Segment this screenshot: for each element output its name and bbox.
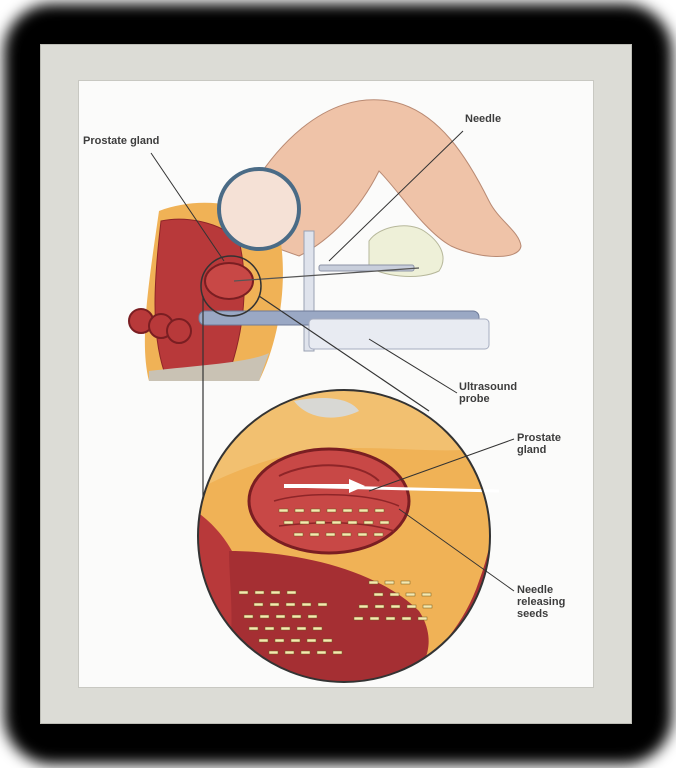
- probe-stepper: [309, 319, 489, 349]
- radioactive-seed: [385, 581, 394, 584]
- radioactive-seed: [316, 521, 325, 524]
- radioactive-seed: [300, 521, 309, 524]
- radioactive-seed: [318, 603, 327, 606]
- radioactive-seed: [279, 509, 288, 512]
- radioactive-seed: [292, 615, 301, 618]
- radioactive-seed: [348, 521, 357, 524]
- radioactive-seed: [375, 509, 384, 512]
- radioactive-seed: [239, 591, 248, 594]
- radioactive-seed: [407, 605, 416, 608]
- radioactive-seed: [265, 627, 274, 630]
- radioactive-seed: [418, 617, 427, 620]
- radioactive-seed: [386, 617, 395, 620]
- label-ultrasound-probe: Ultrasound probe: [459, 381, 517, 405]
- radioactive-seed: [370, 617, 379, 620]
- radioactive-seed: [317, 651, 326, 654]
- radioactive-seed: [302, 603, 311, 606]
- radioactive-seed: [244, 615, 253, 618]
- radioactive-seed: [308, 615, 317, 618]
- radioactive-seed: [343, 509, 352, 512]
- radioactive-seed: [374, 533, 383, 536]
- label-needle-releasing-seeds: Needle releasing seeds: [517, 584, 565, 620]
- radioactive-seed: [287, 591, 296, 594]
- radioactive-seed: [391, 605, 400, 608]
- radioactive-seed: [359, 605, 368, 608]
- radioactive-seed: [249, 627, 258, 630]
- radioactive-seed: [270, 603, 279, 606]
- radioactive-seed: [254, 603, 263, 606]
- radioactive-seed: [390, 593, 399, 596]
- syringe: [319, 265, 414, 271]
- label-needle: Needle: [465, 113, 501, 125]
- radioactive-seed: [269, 651, 278, 654]
- radioactive-seed: [260, 615, 269, 618]
- radioactive-seed: [281, 627, 290, 630]
- radioactive-seed: [342, 533, 351, 536]
- radioactive-seed: [401, 581, 410, 584]
- radioactive-seed: [310, 533, 319, 536]
- radioactive-seed: [406, 593, 415, 596]
- radioactive-seed: [276, 615, 285, 618]
- radioactive-seed: [323, 639, 332, 642]
- radioactive-seed: [380, 521, 389, 524]
- radioactive-seed: [284, 521, 293, 524]
- radioactive-seed: [369, 581, 378, 584]
- radioactive-seed: [255, 591, 264, 594]
- label-prostate-gland-detail: Prostate gland: [517, 432, 561, 456]
- rectum-loop-3: [167, 319, 191, 343]
- radioactive-seed: [301, 651, 310, 654]
- radioactive-seed: [327, 509, 336, 512]
- radioactive-seed: [313, 627, 322, 630]
- radioactive-seed: [358, 533, 367, 536]
- overlay-badge: [219, 169, 299, 249]
- prostate-small: [205, 263, 253, 299]
- radioactive-seed: [402, 617, 411, 620]
- radioactive-seed: [364, 521, 373, 524]
- radioactive-seed: [374, 593, 383, 596]
- radioactive-seed: [297, 627, 306, 630]
- radioactive-seed: [326, 533, 335, 536]
- radioactive-seed: [259, 639, 268, 642]
- radioactive-seed: [423, 605, 432, 608]
- radioactive-seed: [307, 639, 316, 642]
- radioactive-seed: [286, 603, 295, 606]
- radioactive-seed: [294, 533, 303, 536]
- radioactive-seed: [422, 593, 431, 596]
- radioactive-seed: [275, 639, 284, 642]
- radioactive-seed: [271, 591, 280, 594]
- radioactive-seed: [311, 509, 320, 512]
- radioactive-seed: [332, 521, 341, 524]
- radioactive-seed: [354, 617, 363, 620]
- radioactive-seed: [295, 509, 304, 512]
- radioactive-seed: [285, 651, 294, 654]
- radioactive-seed: [375, 605, 384, 608]
- label-prostate-gland: Prostate gland: [83, 135, 159, 147]
- radioactive-seed: [359, 509, 368, 512]
- radioactive-seed: [333, 651, 342, 654]
- illustration-panel: Prostate gland Needle Ultrasound probe P…: [78, 80, 594, 688]
- radioactive-seed: [291, 639, 300, 642]
